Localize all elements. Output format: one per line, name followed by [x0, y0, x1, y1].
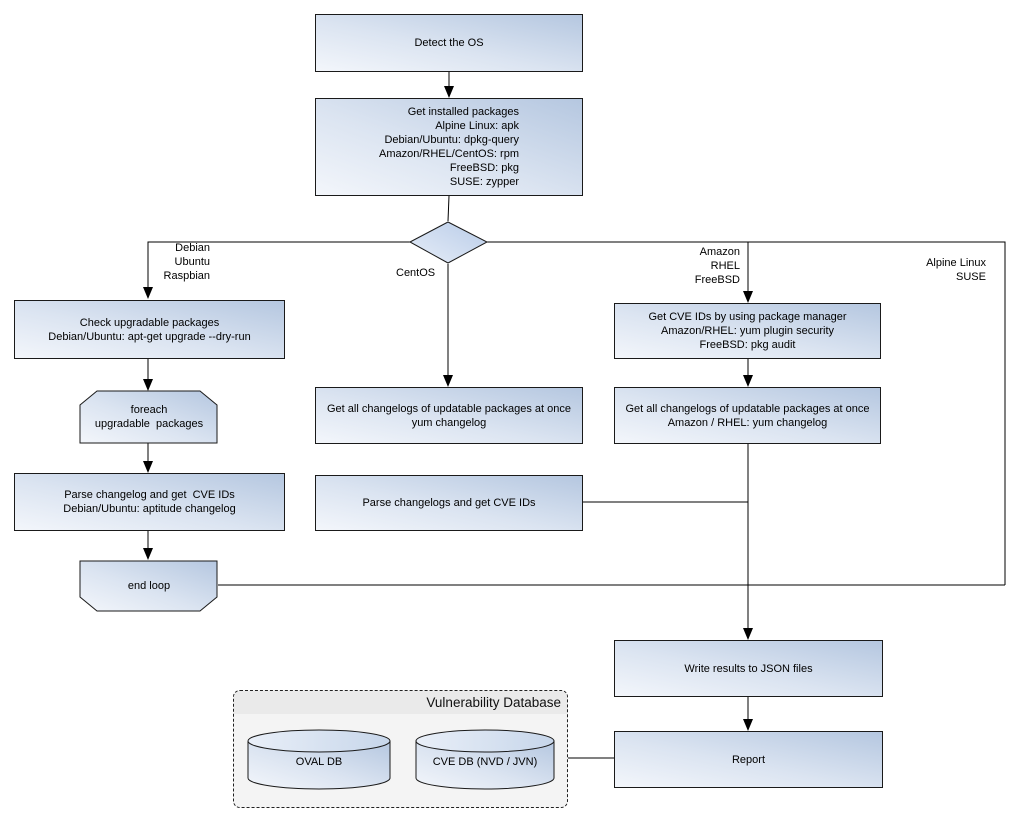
branch-label-alpine: Alpine Linux SUSE [926, 257, 986, 283]
os-decision-diamond [408, 221, 489, 264]
branch-label-centos: CentOS [396, 267, 436, 279]
node-get-changelogs-amazon: Get all changelogs of updatable packages… [614, 387, 881, 444]
node-foreach-loop-label: foreach upgradable packages [94, 404, 204, 430]
cve-db-text: CVE DB (NVD / JVN) [432, 756, 538, 768]
oval-db-cylinder [247, 729, 391, 790]
node-report: Report [614, 731, 883, 788]
node-parse-changelog-debian: Parse changelog and get CVE IDs Debian/U… [14, 473, 285, 531]
node-get-cve-ids-package-manager: Get CVE IDs by using package manager Ama… [614, 303, 881, 359]
edge-decision-right-rail [487, 241, 1006, 585]
cve-db-cylinder [415, 729, 555, 790]
cve-db-label: CVE DB (NVD / JVN) [416, 748, 554, 776]
oval-db-text: OVAL DB [295, 756, 343, 768]
node-check-upgradable-packages-label: Check upgradable packages Debian/Ubuntu:… [48, 316, 251, 343]
node-detect-os: Detect the OS [315, 14, 583, 72]
node-write-results-json-label: Write results to JSON files [684, 662, 813, 675]
node-get-changelogs-centos-label: Get all changelogs of updatable packages… [326, 402, 571, 429]
node-parse-changelogs-centos: Parse changelogs and get CVE IDs [315, 475, 583, 531]
node-get-cve-ids-package-manager-label: Get CVE IDs by using package manager Ama… [648, 311, 847, 351]
node-check-upgradable-packages: Check upgradable packages Debian/Ubuntu:… [14, 300, 285, 359]
branch-label-amazon: Amazon RHEL FreeBSD [694, 246, 740, 286]
node-foreach-loop: foreach upgradable packages [80, 392, 218, 442]
node-get-changelogs-centos: Get all changelogs of updatable packages… [315, 387, 583, 444]
vulnerability-database-header: Vulnerability Database [234, 691, 567, 714]
foreach-loop-shape [79, 390, 218, 444]
edges [143, 72, 1006, 759]
node-report-label: Report [731, 753, 766, 766]
edge-decision-to-check-upgradable [143, 241, 410, 299]
node-get-changelogs-amazon-label: Get all changelogs of updatable packages… [625, 402, 870, 429]
node-end-loop: end loop [80, 561, 218, 611]
end-loop-shape [79, 560, 218, 612]
node-write-results-json: Write results to JSON files [614, 640, 883, 697]
node-get-installed-packages: Get installed packages Alpine Linux: apk… [315, 98, 583, 196]
node-parse-changelog-debian-label: Parse changelog and get CVE IDs Debian/U… [63, 489, 236, 515]
node-end-loop-label: end loop [127, 580, 171, 592]
vulnerability-database-title: Vulnerability Database [426, 695, 561, 710]
node-parse-changelogs-centos-label: Parse changelogs and get CVE IDs [362, 497, 536, 509]
node-get-installed-packages-label: Get installed packages Alpine Linux: apk… [379, 106, 519, 188]
oval-db-label: OVAL DB [248, 748, 390, 776]
branch-label-debian: Debian Ubuntu Raspbian [163, 242, 210, 282]
node-detect-os-label: Detect the OS [414, 37, 484, 49]
edge-installed-to-decision [447, 195, 450, 222]
